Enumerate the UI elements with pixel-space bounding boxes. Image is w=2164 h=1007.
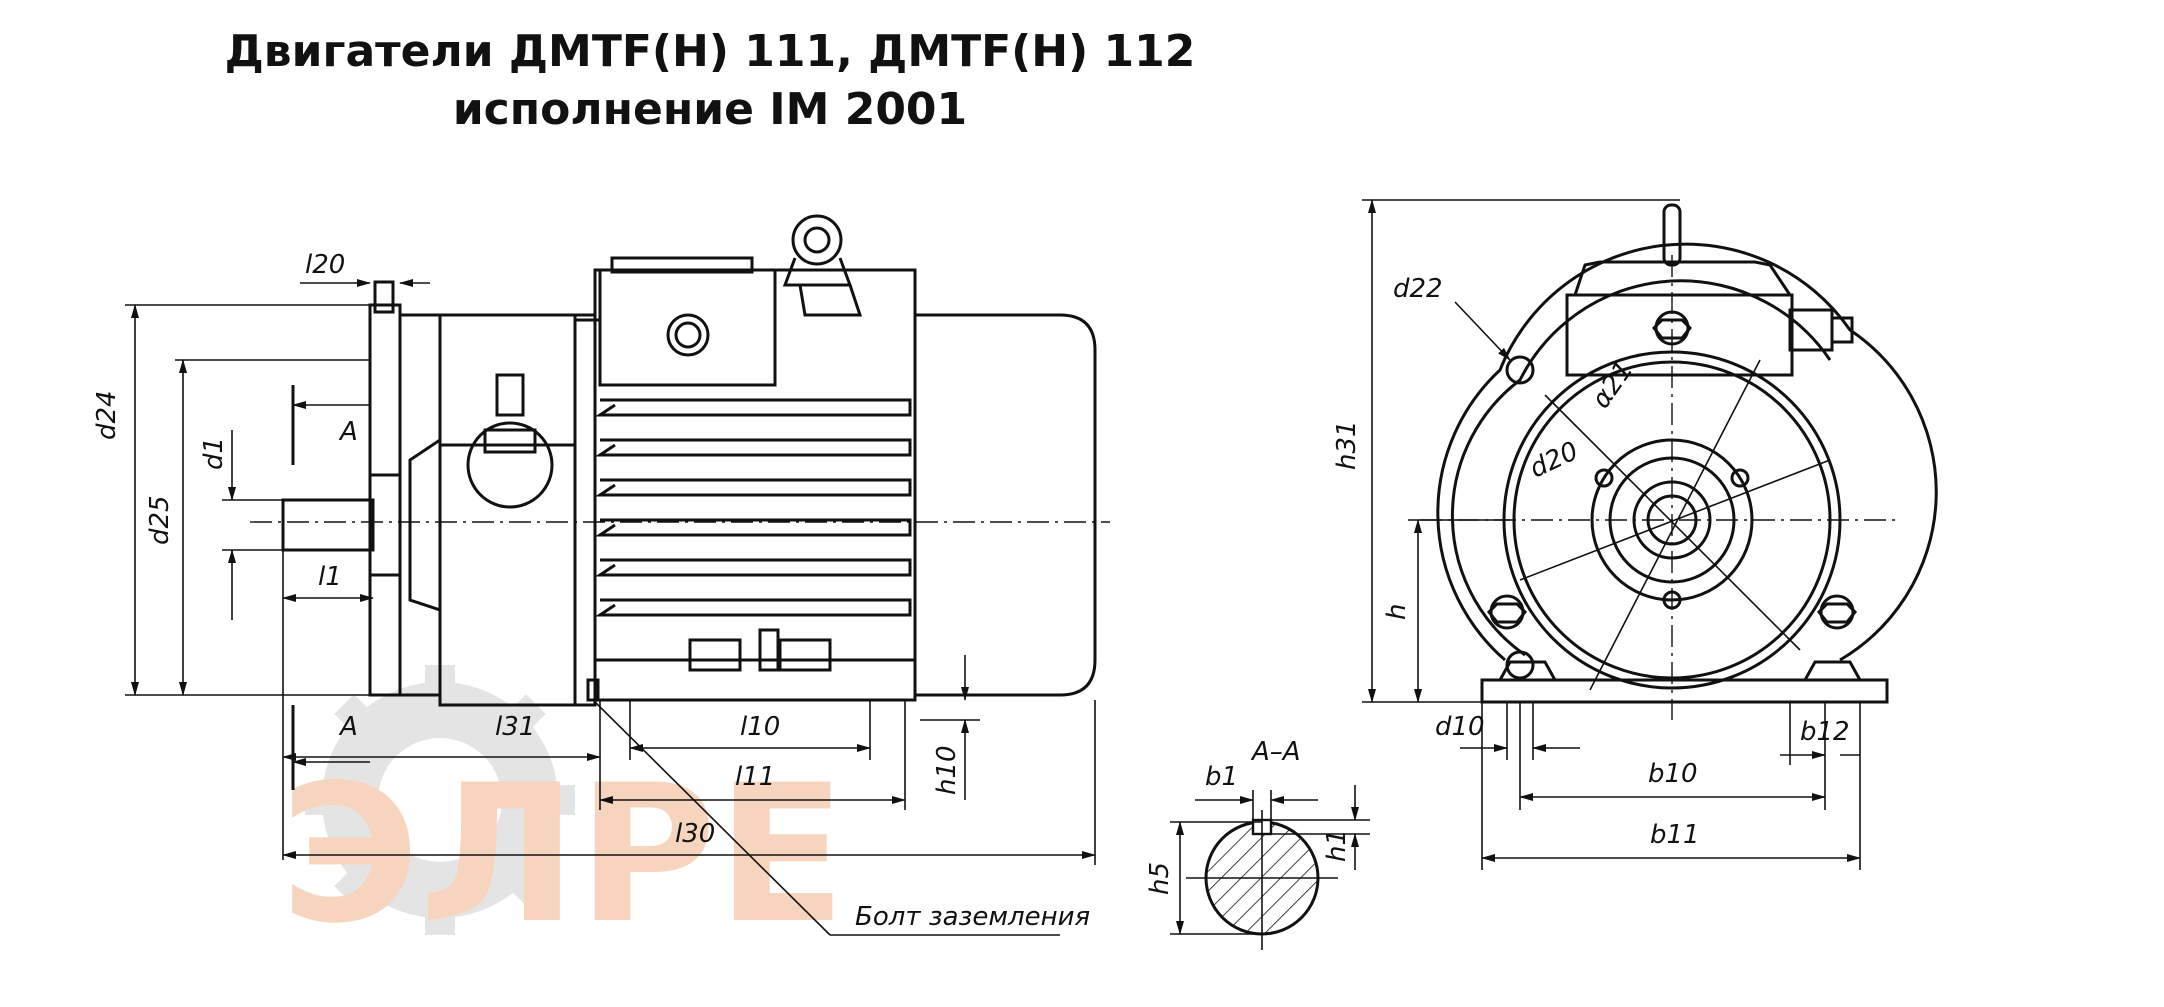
terminal-box-front [1572, 260, 1793, 297]
dim-alpha21: α21 [1586, 356, 1639, 414]
dim-h1: h1 [1322, 829, 1352, 862]
feet-front [1480, 678, 1889, 704]
dim-b11: b11 [1650, 820, 1700, 850]
hex-bolt-icons [1486, 310, 1858, 630]
drawing-title-line1: Двигатели ДМТF(H) 111, ДМТF(H) 112 [224, 26, 1196, 77]
shaft-end-front [1632, 480, 1712, 560]
dim-d10: d10 [1435, 712, 1485, 742]
dim-d24: d24 [92, 390, 122, 440]
dim-h31: h31 [1332, 420, 1362, 470]
cable-gland-icon [666, 313, 710, 357]
watermark-logo: ЭЛРЕ [280, 665, 846, 965]
dim-h5: h5 [1145, 862, 1175, 895]
dim-l30: l30 [675, 819, 715, 849]
section-label-a-bottom: A [338, 712, 358, 742]
outer-frame [1436, 242, 1938, 662]
lifting-eye-front-icon [1662, 203, 1682, 267]
bearing-shield [400, 313, 442, 697]
cable-gland-front-icon [1788, 308, 1834, 352]
dim-b1: b1 [1205, 762, 1238, 792]
dim-d1: d1 [199, 437, 229, 470]
drawing-title-line2: исполнение IM 2001 [452, 84, 968, 135]
front-view: h31 h d22 α21 d20 d10 b10 b11 b12 [1332, 199, 1938, 870]
mounting-hole-d22 [1505, 355, 1535, 385]
dim-b10: b10 [1648, 759, 1698, 789]
dim-l20: l20 [305, 250, 345, 280]
stator-body [593, 268, 917, 702]
terminal-box [598, 268, 777, 387]
dim-l11: l11 [735, 762, 775, 792]
cooling-fins [595, 398, 912, 617]
dim-l10: l10 [740, 712, 780, 742]
dim-h10: h10 [932, 745, 962, 795]
shaft-section-view: A–A b1 h5 h1 [1145, 737, 1370, 950]
mounting-feet [593, 658, 917, 702]
lifting-eye-icon [782, 214, 863, 317]
dim-l1: l1 [318, 562, 342, 592]
grounding-bolt-label: Болт заземления [855, 902, 1090, 932]
dim-h: h [1382, 604, 1412, 620]
dim-l31: l31 [495, 712, 535, 742]
grounding-bolt-icon [586, 678, 600, 702]
dim-d22: d22 [1393, 274, 1443, 304]
fan-cover [913, 313, 1097, 697]
section-title: A–A [1250, 737, 1301, 767]
shaft [281, 498, 375, 552]
side-view: A A l20 d24 d25 d1 l1 l31 [92, 214, 1110, 936]
dim-b12: b12 [1800, 717, 1850, 747]
dim-d25: d25 [145, 495, 175, 545]
section-label-a-top: A [338, 417, 358, 447]
